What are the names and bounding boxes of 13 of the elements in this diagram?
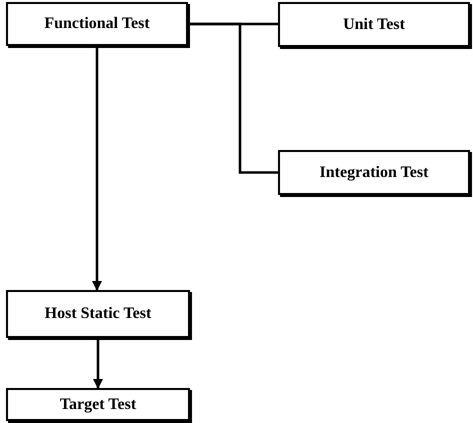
arrow [93, 338, 103, 389]
box-label: Unit Test [343, 14, 405, 34]
box-label: Host Static Test [44, 304, 152, 324]
box-label: Functional Test [44, 14, 150, 34]
box-label: Target Test [60, 394, 136, 414]
process-box [278, 150, 470, 195]
connector-line [188, 22, 278, 174]
process-box [6, 2, 188, 46]
box-label: Integration Test [320, 162, 428, 182]
process-box [278, 2, 470, 47]
process-box [6, 388, 190, 421]
arrow [92, 46, 102, 291]
process-box [6, 290, 190, 338]
